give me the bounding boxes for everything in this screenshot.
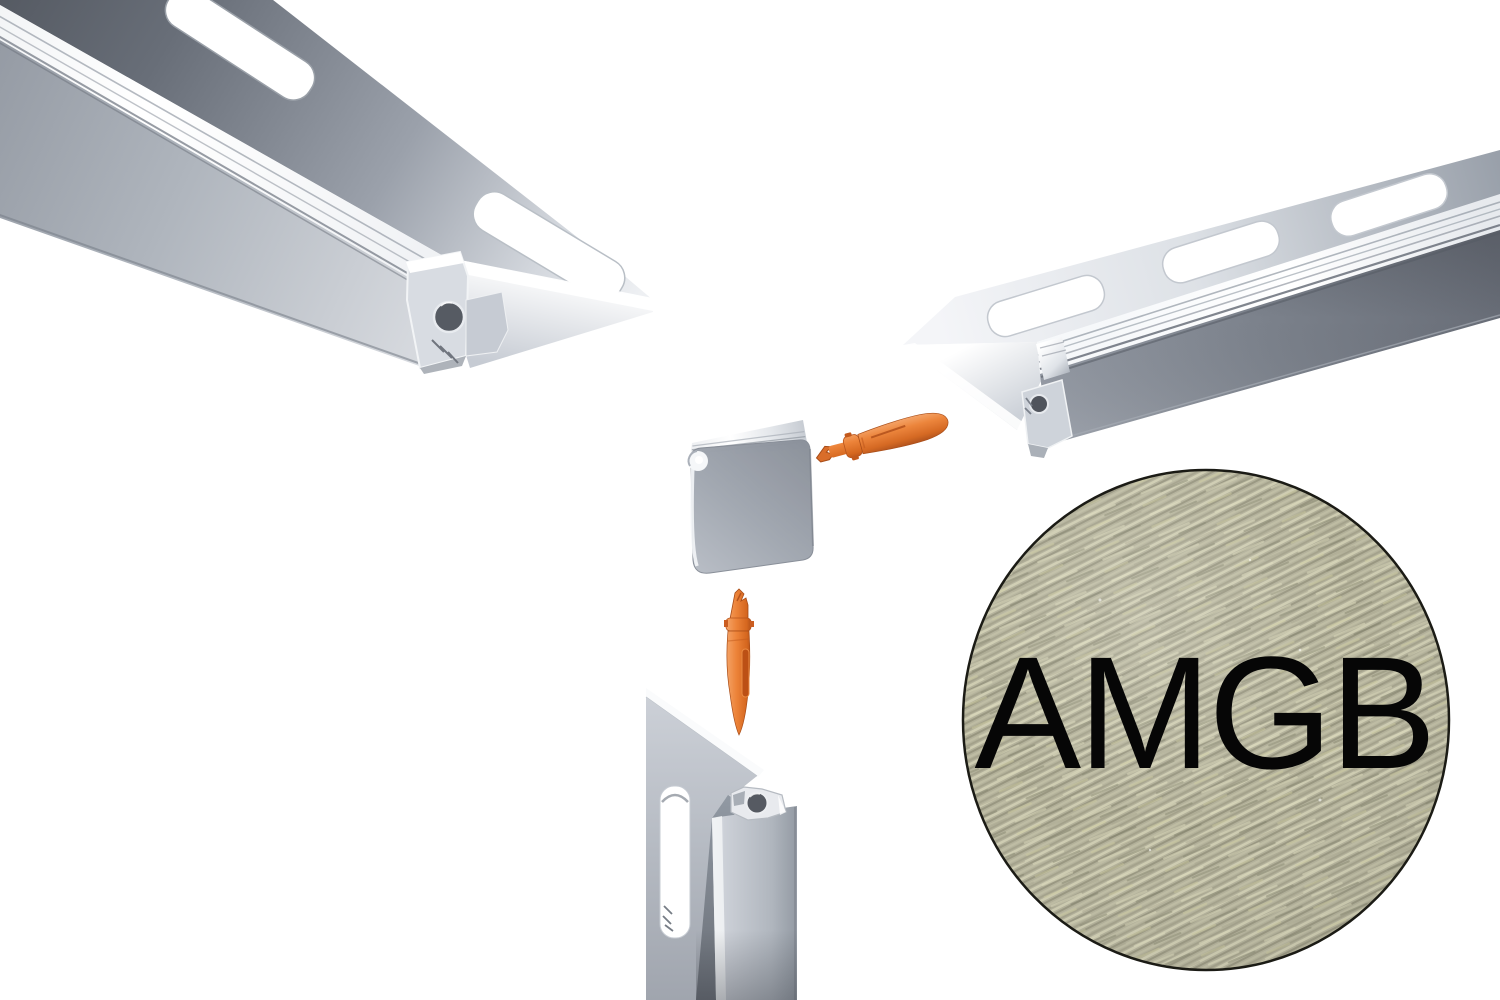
tile-trim-profile-right: [903, 150, 1500, 458]
end-cross-section: [405, 250, 509, 374]
flange-hole: [986, 274, 1106, 338]
anchor-channel-hole: [432, 300, 466, 334]
pin-groove: [727, 638, 750, 642]
anchor-channel-hole: [1029, 394, 1049, 414]
pin-latch-tooth: [851, 455, 859, 461]
edge-ridge-line: [1039, 341, 1067, 357]
swatch-speckles: [1049, 558, 1322, 852]
cap-knob-core: [695, 456, 703, 464]
end-cut-highlight: [445, 257, 653, 311]
tile-trim-profile-top-left: [0, 0, 653, 374]
end-cross-section: [1021, 337, 1073, 458]
pin-collar: [725, 617, 752, 632]
pin-latch-tooth: [724, 620, 728, 627]
face-bottom-shading: [696, 930, 797, 1000]
face-top-shadow: [0, 42, 431, 294]
flange-hole: [164, 0, 316, 101]
top-cross-section: [730, 786, 787, 821]
flange-slot: [659, 785, 691, 939]
serration-marks: [431, 339, 459, 364]
pin-slit: [870, 424, 906, 439]
cap-right-edge: [809, 448, 814, 547]
plate-top-edge: [646, 688, 764, 777]
edge-ridge-line: [0, 26, 437, 278]
face-bottom-edge: [0, 213, 425, 366]
pin-body: [857, 412, 949, 455]
cap-flute-line: [692, 431, 805, 447]
serration-marks: [1024, 397, 1033, 415]
pin-latch-tooth: [844, 432, 852, 438]
edge-ridge-line: [1037, 201, 1500, 350]
profile-face: [0, 40, 432, 368]
flange-hole: [472, 191, 626, 301]
pin-neck: [828, 442, 848, 458]
edge-ridge-line: [0, 35, 434, 289]
end-cut-highlight: [903, 343, 1024, 430]
face-shading: [1040, 230, 1500, 445]
cap-edge-highlight: [690, 461, 699, 567]
edge-ridge-line: [1038, 215, 1500, 363]
pin-tip-notch: [736, 592, 742, 602]
serration-marks: [662, 905, 674, 932]
edge-ridge-line: [1037, 208, 1500, 356]
corner-cap: [687, 420, 814, 574]
swatch-label: AMGB: [974, 623, 1433, 802]
flange-hole: [1161, 220, 1281, 284]
face-top-shadow: [1040, 232, 1500, 378]
pin-groove: [861, 437, 866, 449]
tile-trim-profile-bottom: [645, 688, 797, 1000]
finish-swatch: AMGB: [961, 468, 1451, 972]
face-bottom-edge: [1048, 314, 1500, 443]
anchor-channel-hole: [745, 791, 769, 815]
pin-slot: [741, 648, 750, 698]
connector-pin-horizontal: [815, 412, 949, 463]
swatch-sheen: [963, 470, 1449, 970]
swatch-border: [961, 468, 1451, 972]
edge-ridge-line: [0, 15, 442, 269]
connector-pin-vertical: [724, 588, 754, 736]
cap-knob-ring: [687, 450, 698, 467]
chrome-edge-band: [0, 4, 445, 291]
flange-hole: [1330, 173, 1448, 237]
pin-latch-tooth: [750, 621, 754, 627]
pin-tip: [729, 588, 749, 620]
edge-ridge-line: [1039, 223, 1500, 371]
cap-face: [690, 439, 814, 574]
